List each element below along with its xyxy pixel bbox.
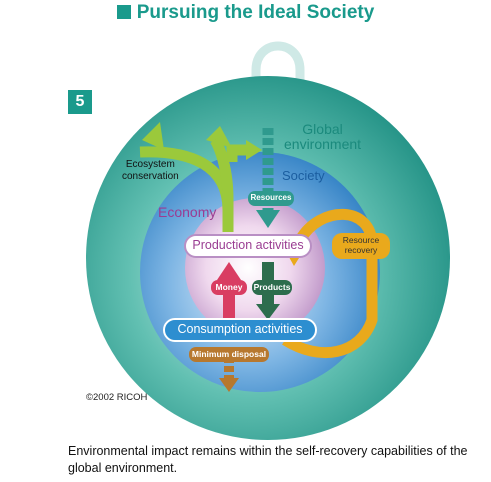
resources-arrowhead bbox=[256, 210, 280, 228]
minimum-disposal-label: Minimum disposal bbox=[191, 349, 267, 359]
production-pill bbox=[184, 234, 312, 258]
money-label: Money bbox=[215, 282, 243, 292]
caption-text: Environmental impact remains within the … bbox=[68, 444, 468, 475]
resource-recovery-label: Resource recovery bbox=[342, 235, 380, 255]
copyright-text: ©2002 RICOH bbox=[86, 392, 148, 403]
products-arrowhead bbox=[256, 304, 280, 320]
title-square-icon bbox=[116, 5, 131, 19]
money-arrowhead bbox=[217, 262, 241, 280]
ecosystem-conservation-label: Ecosystem conservation bbox=[122, 159, 179, 182]
consumption-activities-label: Consumption activities bbox=[177, 322, 303, 336]
products-pill bbox=[252, 280, 292, 295]
global-environment-label: Global environment bbox=[284, 121, 362, 152]
resource-recovery-pill bbox=[332, 233, 390, 259]
resources-label: Resources bbox=[250, 193, 292, 202]
production-activities-label: Production activities bbox=[192, 238, 304, 252]
economy-sphere bbox=[185, 198, 325, 338]
consumption-pill bbox=[163, 318, 317, 342]
money-pill bbox=[211, 280, 247, 295]
page-title: Pursuing the Ideal Society bbox=[0, 2, 491, 24]
top-loop-handle bbox=[251, 41, 305, 135]
products-label: Products bbox=[253, 282, 291, 292]
society-label: Society bbox=[282, 168, 325, 183]
disposal-pill bbox=[189, 347, 269, 362]
figure-number-badge: 5 bbox=[68, 90, 92, 114]
resources-pill bbox=[248, 191, 294, 206]
page-title-text: Pursuing the Ideal Society bbox=[136, 2, 375, 23]
economy-label: Economy bbox=[158, 204, 217, 220]
disposal-arrowhead bbox=[219, 378, 239, 392]
